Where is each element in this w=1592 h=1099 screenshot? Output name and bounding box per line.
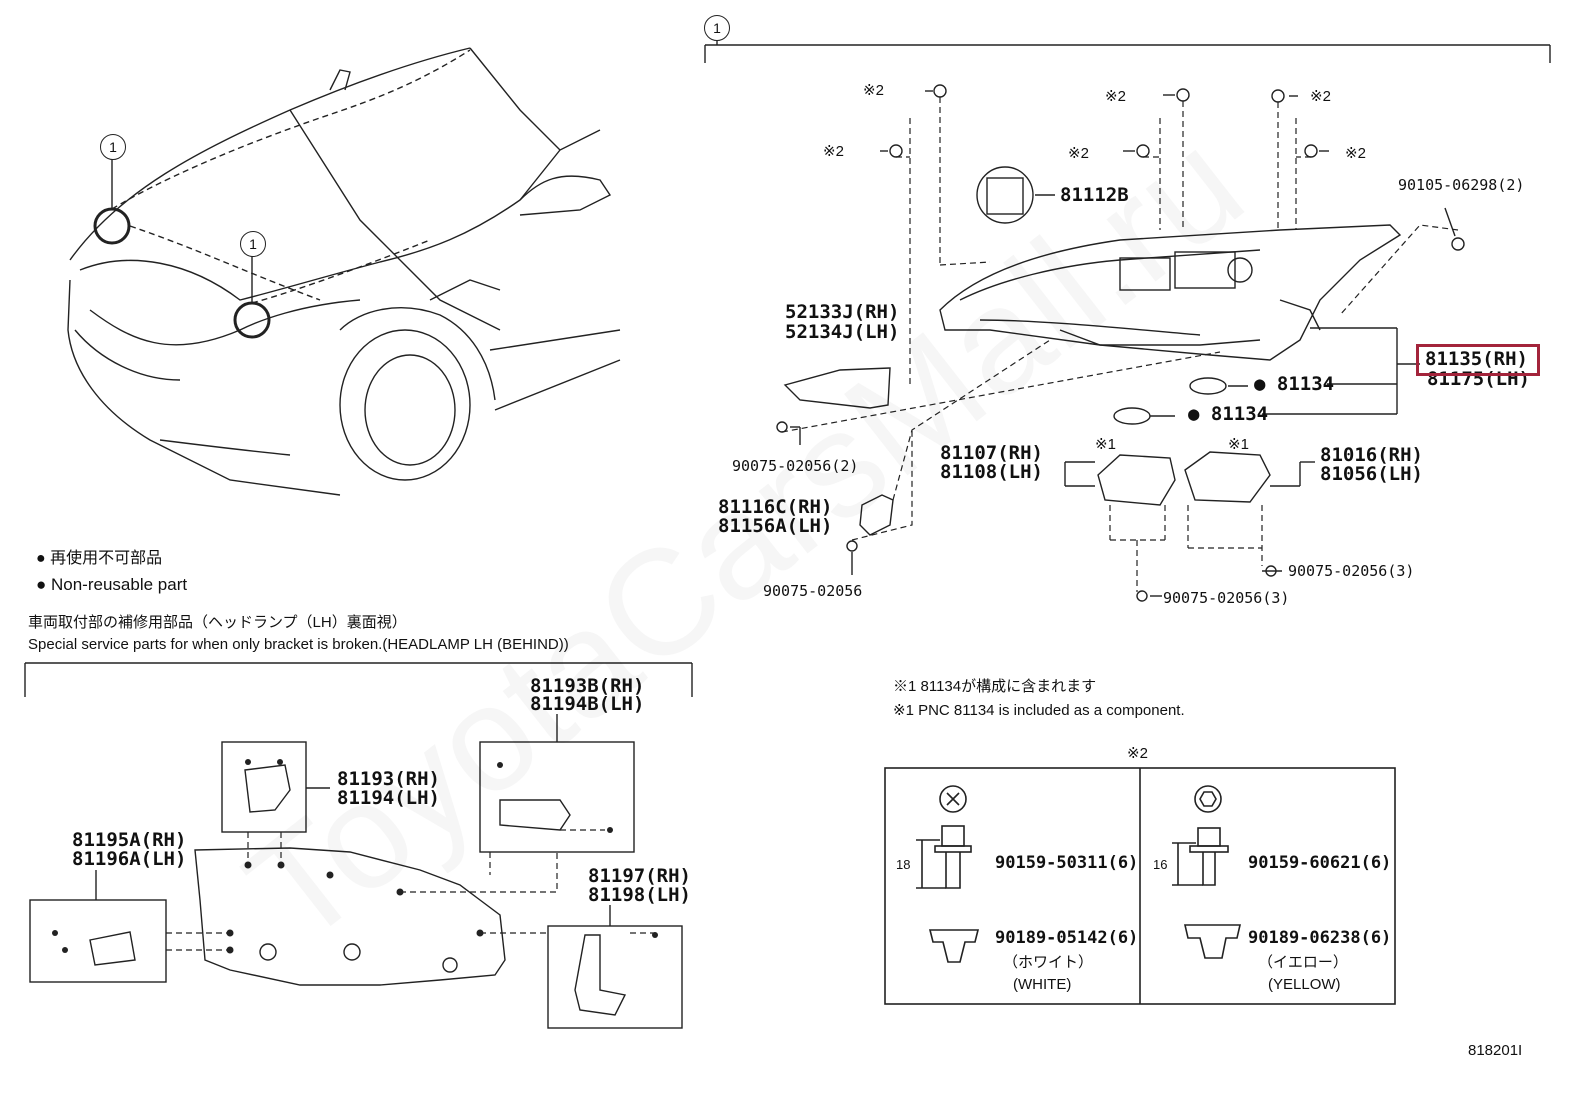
- clip-color-right-en: (YELLOW): [1268, 976, 1341, 993]
- part-81195A[interactable]: 81195A(RH): [72, 829, 187, 851]
- callout-1-headlamp-left: 1: [100, 134, 126, 160]
- part-90075-02056-3a[interactable]: 90075-02056(3): [1288, 562, 1415, 580]
- legend-non-reusable-en: ● Non-reusable part: [36, 575, 188, 594]
- special-service-title-en: Special service parts for when only brac…: [28, 636, 569, 653]
- vehicle-illustration: [67, 47, 621, 496]
- part-52133J[interactable]: 52133J(RH): [785, 301, 900, 323]
- part-81198[interactable]: 81198(LH): [588, 884, 691, 906]
- note-1-jp: ※1 81134が構成に含まれます: [893, 678, 1097, 695]
- part-90075-02056-3b[interactable]: 90075-02056(3): [1163, 589, 1290, 607]
- part-81112B[interactable]: 81112B: [1060, 184, 1129, 206]
- asterisk-1-label: ※1: [1095, 436, 1116, 453]
- part-81134-oring-b[interactable]: ● 81134: [1188, 403, 1269, 425]
- asterisk-2-label: ※2: [1345, 145, 1366, 162]
- special-service-title-jp: 車両取付部の補修用部品（ヘッドランプ（LH）裏面視）: [28, 614, 407, 631]
- legend-non-reusable-jp: ● 再使用不可部品: [36, 550, 163, 567]
- highlight-81135: [1416, 344, 1540, 376]
- part-81193B[interactable]: 81193B(RH): [530, 675, 645, 697]
- asterisk-2-label: ※2: [1068, 145, 1089, 162]
- part-81116C[interactable]: 81116C(RH): [718, 496, 833, 518]
- part-81194B[interactable]: 81194B(LH): [530, 693, 645, 715]
- part-81107[interactable]: 81107(RH): [940, 442, 1043, 464]
- part-81156A[interactable]: 81156A(LH): [718, 515, 833, 537]
- part-81108[interactable]: 81108(LH): [940, 461, 1043, 483]
- part-52134J[interactable]: 52134J(LH): [785, 321, 900, 343]
- clip-color-left-en: (WHITE): [1013, 976, 1072, 993]
- part-81134-oring-a[interactable]: ● 81134: [1254, 373, 1335, 395]
- asterisk-2-label: ※2: [863, 82, 884, 99]
- note-1-en: ※1 PNC 81134 is included as a component.: [893, 702, 1185, 719]
- figure-code: 818201I: [1468, 1042, 1523, 1059]
- clip-color-left-jp: （ホワイト）: [1003, 954, 1094, 971]
- asterisk-2-label: ※2: [823, 143, 844, 160]
- part-90105-06298[interactable]: 90105-06298(2): [1398, 176, 1525, 194]
- clip-color-right-jp: （イエロー）: [1258, 954, 1348, 971]
- bolt-length-left: 18: [896, 857, 911, 872]
- part-90075-02056-2[interactable]: 90075-02056(2): [732, 457, 859, 475]
- asterisk-2-label: ※2: [1105, 88, 1126, 105]
- part-81197[interactable]: 81197(RH): [588, 865, 691, 887]
- headlamp-assembly: [939, 224, 1402, 361]
- part-90189-05142[interactable]: 90189-05142(6): [995, 928, 1139, 948]
- part-81193[interactable]: 81193(RH): [337, 768, 440, 790]
- callout-1-main: 1: [704, 15, 730, 41]
- part-90075-02056[interactable]: 90075-02056: [763, 582, 863, 600]
- part-81056[interactable]: 81056(LH): [1320, 463, 1423, 485]
- part-81016[interactable]: 81016(RH): [1320, 444, 1423, 466]
- callout-1-headlamp-right: 1: [240, 231, 266, 257]
- part-81194[interactable]: 81194(LH): [337, 787, 440, 809]
- asterisk-2-label: ※2: [1310, 88, 1331, 105]
- part-81135[interactable]: 81135(RH): [1425, 348, 1528, 370]
- fastener-table-title: ※2: [1127, 745, 1148, 762]
- part-90189-06238[interactable]: 90189-06238(6): [1248, 928, 1392, 948]
- asterisk-1-label: ※1: [1228, 436, 1249, 453]
- part-90159-60621[interactable]: 90159-60621(6): [1248, 853, 1392, 873]
- part-81196A[interactable]: 81196A(LH): [72, 848, 187, 870]
- bolt-length-right: 16: [1153, 857, 1168, 872]
- part-90159-50311[interactable]: 90159-50311(6): [995, 853, 1139, 873]
